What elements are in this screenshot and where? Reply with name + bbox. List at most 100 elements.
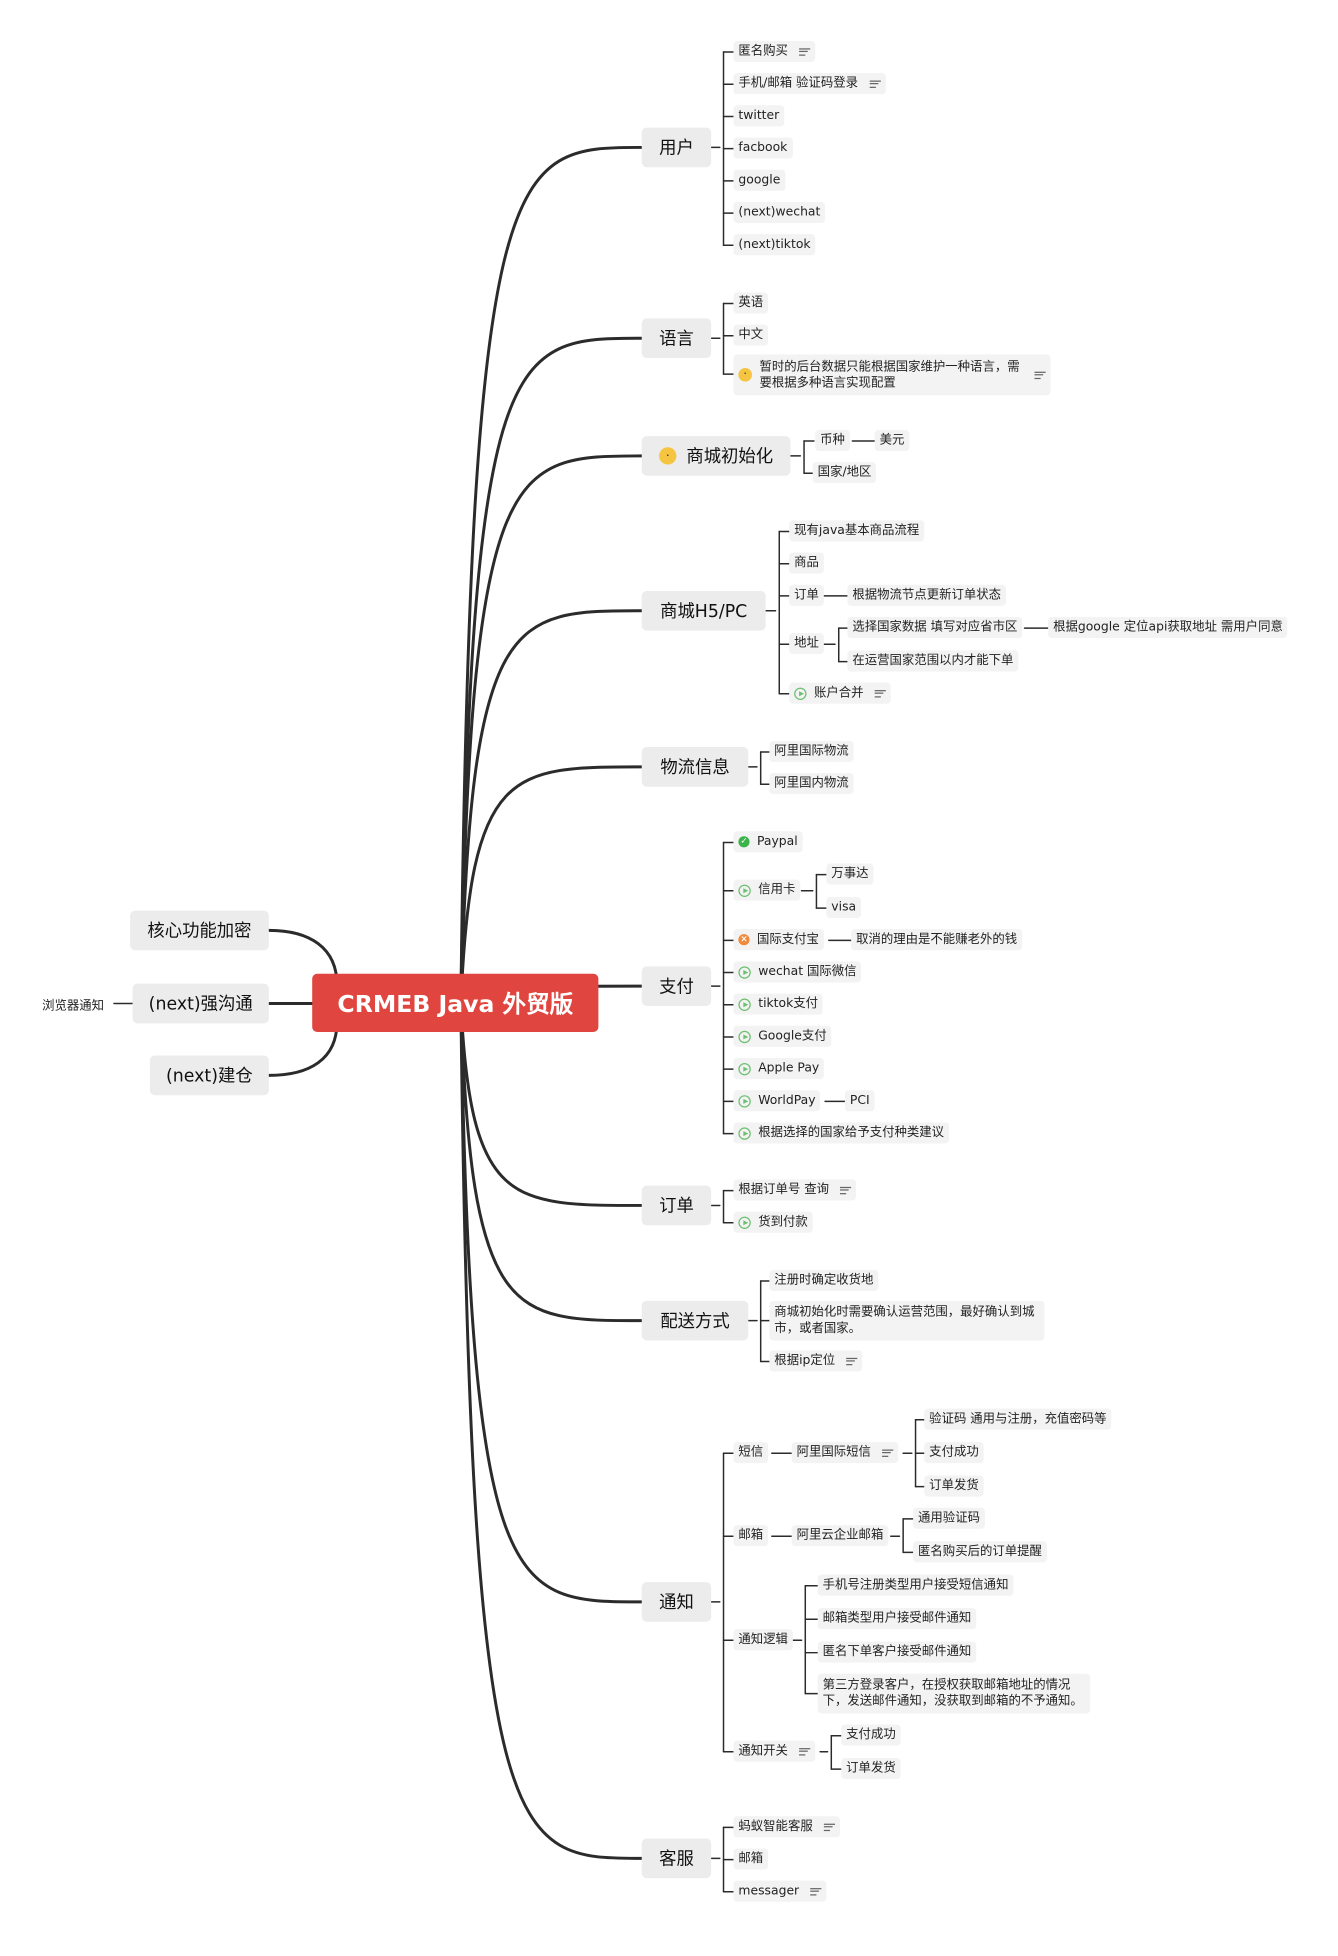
init-country[interactable]: 国家/地区 bbox=[812, 462, 877, 484]
notice-mail-users[interactable]: 邮箱类型用户接受邮件通知 bbox=[817, 1608, 977, 1630]
h5pc-order-status[interactable]: 根据物流节点更新订单状态 bbox=[847, 584, 1006, 606]
h5pc-in-range[interactable]: 在运营国家范围以内才能下单 bbox=[847, 650, 1019, 672]
payment-alipay[interactable]: ×国际支付宝 bbox=[733, 929, 824, 951]
payment-wechat[interactable]: wechat 国际微信 bbox=[733, 961, 862, 983]
h5pc-merge[interactable]: 账户合并 bbox=[789, 682, 891, 704]
start-icon bbox=[738, 1030, 751, 1043]
h5pc-order[interactable]: 订单 bbox=[789, 584, 824, 606]
notes-icon[interactable] bbox=[799, 1746, 811, 1756]
topic-delivery[interactable]: 配送方式 bbox=[641, 1300, 749, 1341]
notice-general-code[interactable]: 通用验证码 bbox=[913, 1507, 985, 1529]
notes-icon[interactable] bbox=[869, 79, 881, 89]
notes-icon[interactable] bbox=[823, 1822, 836, 1832]
user-item-facbook[interactable]: facbook bbox=[733, 137, 793, 159]
topic-warehouse[interactable]: (next)建仓 bbox=[149, 1055, 269, 1096]
topic-browser-notice[interactable]: 浏览器通知 bbox=[42, 999, 105, 1013]
topic-order[interactable]: 订单 bbox=[641, 1185, 712, 1226]
root-topic[interactable]: CRMEB Java 外贸版 bbox=[312, 973, 599, 1033]
h5pc-flow[interactable]: 现有java基本商品流程 bbox=[789, 520, 925, 542]
user-item-wechat[interactable]: (next)wechat bbox=[733, 201, 826, 224]
cancel-icon: × bbox=[738, 934, 750, 946]
connector-line bbox=[459, 145, 644, 1005]
connector-line bbox=[459, 1002, 644, 1860]
notice-switch-pay[interactable]: 支付成功 bbox=[841, 1724, 901, 1746]
notes-icon[interactable] bbox=[1034, 370, 1046, 380]
notice-mail[interactable]: 邮箱 bbox=[733, 1525, 769, 1547]
connector-line bbox=[459, 609, 644, 1005]
topic-init[interactable]: ･商城初始化 bbox=[641, 436, 791, 476]
payment-mastercard[interactable]: 万事达 bbox=[826, 863, 874, 885]
logistics-intl[interactable]: 阿里国际物流 bbox=[769, 740, 854, 762]
payment-worldpay[interactable]: WorldPay bbox=[733, 1090, 821, 1112]
topic-h5pc[interactable]: 商城H5/PC bbox=[641, 590, 766, 631]
payment-alipay-reason[interactable]: 取消的理由是不能赚老外的钱 bbox=[851, 929, 1023, 951]
notes-icon[interactable] bbox=[882, 1448, 894, 1458]
notice-sms-shipped[interactable]: 订单发货 bbox=[924, 1475, 984, 1497]
notice-phone-users[interactable]: 手机号注册类型用户接受短信通知 bbox=[817, 1574, 1014, 1596]
payment-pci[interactable]: PCI bbox=[844, 1090, 875, 1112]
topic-user[interactable]: 用户 bbox=[641, 127, 712, 168]
service-messager[interactable]: messager bbox=[733, 1880, 827, 1902]
notice-third-party[interactable]: 第三方登录客户，在授权获取邮箱地址的情况下，发送邮件通知，没获取到邮箱的不予通知… bbox=[817, 1673, 1091, 1714]
order-cod[interactable]: 货到付款 bbox=[733, 1211, 813, 1233]
user-item-twitter[interactable]: twitter bbox=[733, 105, 785, 127]
payment-google[interactable]: Google支付 bbox=[733, 1025, 832, 1047]
topic-service[interactable]: 客服 bbox=[641, 1838, 712, 1879]
topic-push[interactable]: (next)强沟通 bbox=[132, 983, 269, 1024]
payment-suggest[interactable]: 根据选择的国家给予支付种类建议 bbox=[733, 1122, 949, 1144]
connector-line bbox=[459, 336, 644, 1005]
notice-anon-users[interactable]: 匿名下单客户接受邮件通知 bbox=[817, 1641, 977, 1663]
start-icon bbox=[738, 1126, 751, 1140]
notice-anon-reminder[interactable]: 匿名购买后的订单提醒 bbox=[913, 1541, 1047, 1563]
h5pc-goods[interactable]: 商品 bbox=[789, 552, 824, 574]
start-icon bbox=[738, 1062, 751, 1075]
language-chinese[interactable]: 中文 bbox=[733, 324, 769, 346]
notice-sms-pay-ok[interactable]: 支付成功 bbox=[924, 1442, 984, 1464]
topic-payment[interactable]: 支付 bbox=[641, 966, 712, 1006]
notes-icon[interactable] bbox=[846, 1356, 858, 1366]
notes-icon[interactable] bbox=[874, 688, 886, 698]
user-item-code-login[interactable]: 手机/邮箱 验证码登录 bbox=[733, 73, 886, 95]
notice-logic[interactable]: 通知逻辑 bbox=[733, 1629, 793, 1651]
topic-logistics[interactable]: 物流信息 bbox=[641, 747, 749, 787]
payment-visa[interactable]: visa bbox=[826, 896, 862, 919]
notice-switch-ship[interactable]: 订单发货 bbox=[841, 1757, 901, 1780]
language-english[interactable]: 英语 bbox=[733, 292, 769, 314]
user-item-anonymous[interactable]: 匿名购买 bbox=[733, 40, 816, 62]
payment-apple[interactable]: Apple Pay bbox=[733, 1058, 825, 1080]
topic-core-encrypt[interactable]: 核心功能加密 bbox=[130, 910, 269, 951]
topic-language[interactable]: 语言 bbox=[641, 318, 712, 359]
start-icon bbox=[738, 1094, 751, 1107]
h5pc-google-location[interactable]: 根据google 定位api获取地址 需用户同意 bbox=[1048, 616, 1288, 639]
init-currency[interactable]: 币种 bbox=[815, 429, 850, 451]
connector-line bbox=[459, 1002, 644, 1323]
topic-notice[interactable]: 通知 bbox=[641, 1582, 712, 1622]
notes-icon[interactable] bbox=[840, 1185, 852, 1195]
notes-icon[interactable] bbox=[799, 46, 811, 56]
payment-card[interactable]: 信用卡 bbox=[733, 879, 801, 901]
delivery-init-range[interactable]: 商城初始化时需要确认运营范围，最好确认到城市，或者国家。 bbox=[769, 1300, 1045, 1341]
delivery-register[interactable]: 注册时确定收货地 bbox=[769, 1269, 879, 1291]
delivery-ip[interactable]: 根据ip定位 bbox=[769, 1350, 863, 1372]
notice-sms-code[interactable]: 验证码 通用与注册，充值密码等 bbox=[924, 1408, 1112, 1430]
user-item-tiktok[interactable]: (next)tiktok bbox=[733, 234, 816, 256]
connector-line bbox=[459, 1002, 644, 1207]
notice-sms[interactable]: 短信 bbox=[733, 1442, 769, 1464]
h5pc-address[interactable]: 地址 bbox=[789, 633, 824, 655]
language-note[interactable]: ･暂时的后台数据只能根据国家维护一种语言，需要根据多种语言实现配置 bbox=[733, 354, 1051, 396]
service-ant[interactable]: 蚂蚁智能客服 bbox=[733, 1816, 840, 1838]
h5pc-select-country[interactable]: 选择国家数据 填写对应省市区 bbox=[847, 616, 1023, 639]
order-query[interactable]: 根据订单号 查询 bbox=[733, 1179, 857, 1201]
notice-ali-mail[interactable]: 阿里云企业邮箱 bbox=[791, 1525, 889, 1547]
service-mail[interactable]: 邮箱 bbox=[733, 1848, 769, 1870]
payment-paypal[interactable]: ✓Paypal bbox=[733, 831, 803, 853]
notice-switch[interactable]: 通知开关 bbox=[733, 1740, 816, 1762]
notice-ali-sms[interactable]: 阿里国际短信 bbox=[791, 1442, 899, 1464]
payment-tiktok[interactable]: tiktok支付 bbox=[733, 993, 824, 1015]
init-usd[interactable]: 美元 bbox=[874, 429, 910, 451]
logistics-domestic[interactable]: 阿里国内物流 bbox=[769, 773, 854, 795]
user-item-google[interactable]: google bbox=[733, 169, 786, 191]
connector-line bbox=[459, 765, 644, 1005]
notes-icon[interactable] bbox=[810, 1886, 822, 1896]
